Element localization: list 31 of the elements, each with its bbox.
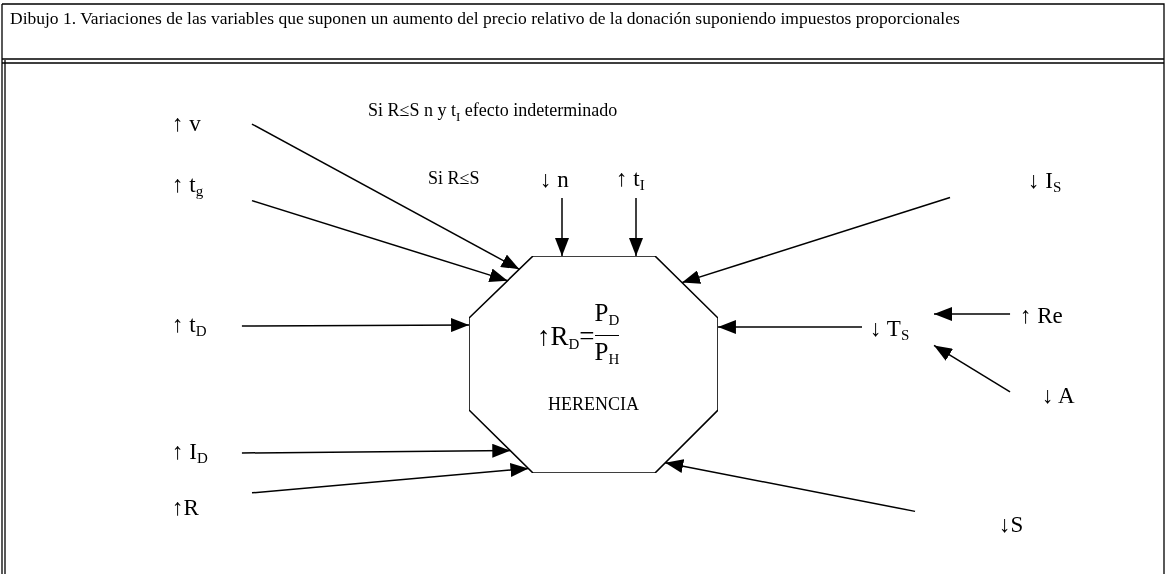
- variable-label: ↑ t$_{g}$: [172, 172, 204, 200]
- variable-label: ↑ t$_{I}$: [616, 166, 645, 194]
- arrow: [629, 197, 643, 257]
- variable-label: ↓ A: [1042, 383, 1075, 409]
- node-label: HERENCIA: [547, 394, 640, 415]
- variable-label: ↑ v: [172, 111, 201, 137]
- arrow: [555, 197, 569, 257]
- variable-label: ↓ n: [540, 167, 569, 193]
- variable-label: ↓ I$_{S}$: [1028, 168, 1062, 196]
- arrow: [933, 344, 1011, 393]
- arrow: [251, 463, 530, 494]
- figure-title: Dibujo 1. Variaciones de las variables que suponen un aumento del precio relativo de la donación suponiendo impuestos proporcionales: [10, 8, 961, 29]
- variable-label: ↑R: [172, 495, 199, 521]
- arrow: [251, 199, 509, 282]
- variable-label: ↓S: [999, 512, 1024, 538]
- arrow: [933, 307, 1011, 321]
- arrow: [664, 459, 916, 513]
- octagon-node: [469, 256, 718, 473]
- variable-label: ↑ Re: [1020, 303, 1063, 329]
- condition-note: Si R≤S n y t$_{I}$ efecto indeterminado: [368, 100, 618, 125]
- variable-label: ↓ T$_{S}$: [870, 316, 910, 344]
- arrow: [241, 318, 470, 333]
- variable-label: ↑ I$_{D}$: [172, 439, 208, 467]
- fraction-numerator: P$_{D}$: [594, 298, 620, 336]
- variable-label: ↑ t$_{D}$: [172, 312, 207, 340]
- fraction-denominator: P$_{H}$: [594, 337, 620, 369]
- arrow: [241, 443, 512, 458]
- condition-note: Si R≤S: [428, 168, 480, 189]
- formula-text: ↑R$_{D}$=: [537, 320, 595, 353]
- arrow: [681, 196, 951, 284]
- arrow: [251, 123, 521, 271]
